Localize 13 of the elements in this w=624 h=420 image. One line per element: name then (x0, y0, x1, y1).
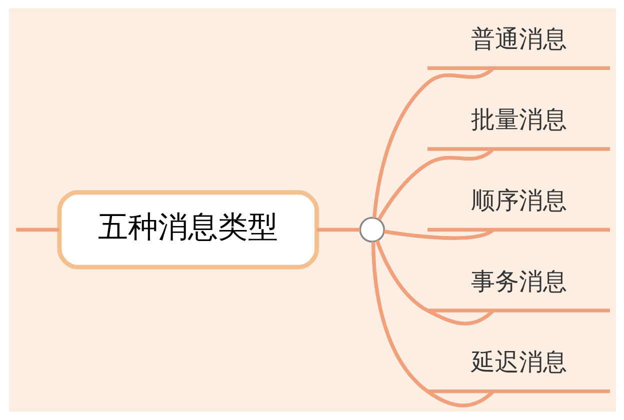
connector (370, 242, 494, 408)
node-text: 顺序消息 (470, 186, 566, 214)
connector (376, 148, 494, 220)
node-text: 普通消息 (470, 24, 566, 53)
node-text: 批量消息 (470, 106, 566, 134)
connector (374, 240, 494, 326)
node-box: 五种消息类型 (56, 190, 319, 270)
node-text: 事务消息 (470, 267, 566, 296)
node-text: 延迟消息 (470, 348, 566, 376)
connector (316, 228, 360, 232)
connector (16, 228, 59, 232)
node-circle (358, 216, 384, 243)
connector (383, 228, 494, 240)
